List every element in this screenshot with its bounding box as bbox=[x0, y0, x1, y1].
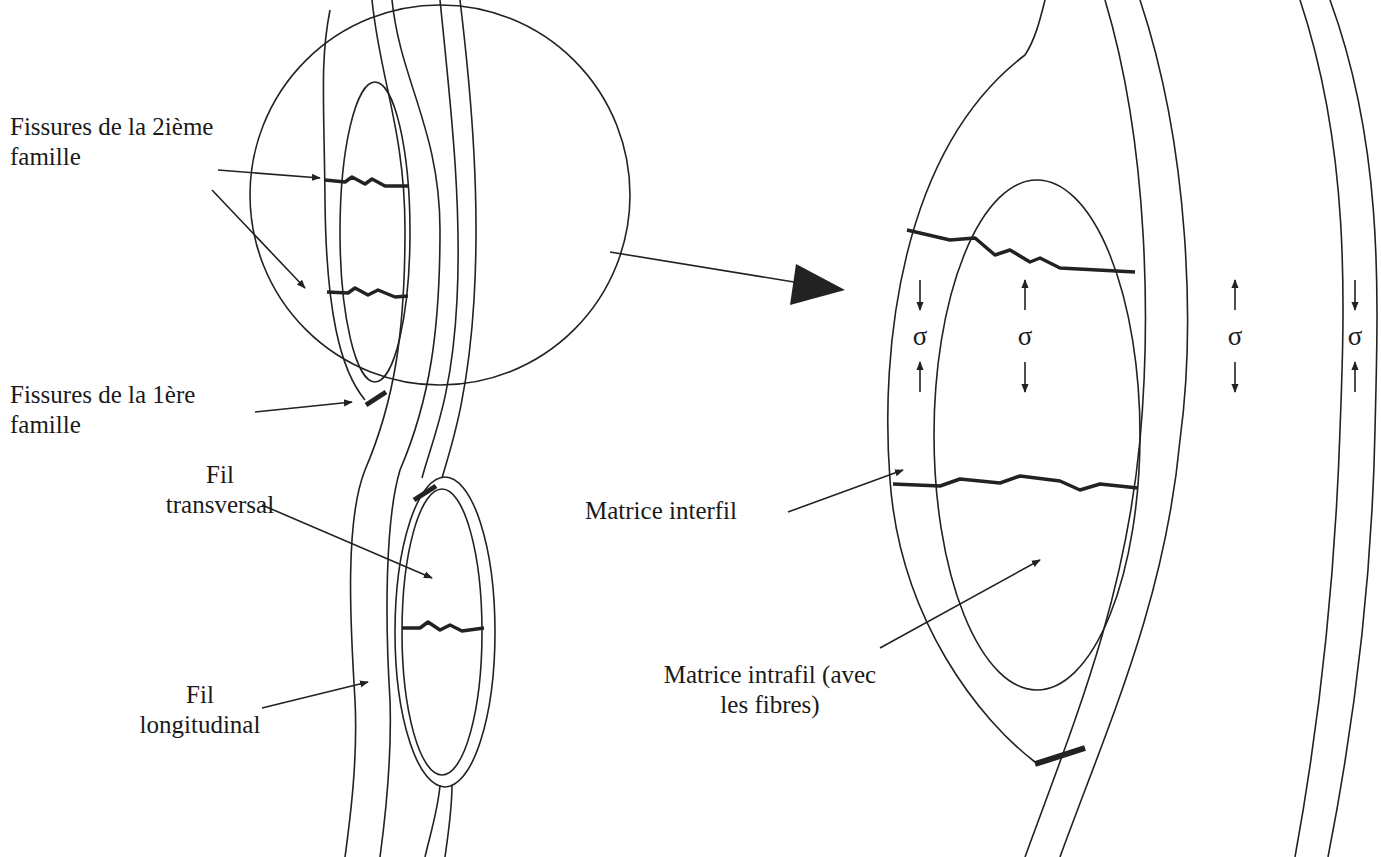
stress-arrows bbox=[920, 280, 1355, 392]
longitudinal-yarn bbox=[1060, 0, 1187, 857]
interyarn-matrix bbox=[888, 0, 1045, 762]
crack-1st-family bbox=[1035, 748, 1085, 764]
longitudinal-yarn bbox=[1328, 0, 1377, 857]
transverse-yarn bbox=[402, 489, 482, 775]
crack-label: Fissures de la 2ième famille bbox=[10, 112, 215, 172]
stress-symbol: σ bbox=[1228, 321, 1243, 351]
crack-2nd-family bbox=[325, 177, 408, 186]
crack-2nd-family bbox=[402, 622, 484, 631]
stress-symbol: σ bbox=[913, 321, 928, 351]
cracks bbox=[325, 177, 1138, 764]
yarn-boundary bbox=[422, 0, 458, 478]
longitudinal-yarn bbox=[1295, 0, 1343, 857]
yarn-label: Fil transversal bbox=[150, 460, 290, 520]
interyarn-matrix bbox=[323, 10, 365, 400]
transverse-yarn bbox=[340, 82, 410, 382]
longitudinal-yarn bbox=[380, 0, 440, 857]
zoom-arrow-head bbox=[790, 264, 845, 305]
crack-1st-family bbox=[414, 486, 436, 500]
zoom-circle bbox=[250, 5, 630, 385]
crack-1st-family bbox=[366, 392, 386, 405]
yarn-label: Fil longitudinal bbox=[125, 680, 275, 740]
stress-symbol: σ bbox=[1348, 321, 1363, 351]
crack-label: Fissures de la 1ère famille bbox=[10, 380, 210, 440]
interyarn-matrix bbox=[395, 477, 495, 787]
crack-2nd-family bbox=[907, 230, 1135, 272]
leader-lines bbox=[212, 170, 1040, 708]
yarn-boundary bbox=[425, 785, 452, 857]
crack-2nd-family bbox=[893, 476, 1138, 490]
longitudinal-yarn bbox=[345, 0, 405, 857]
longitudinal-yarn bbox=[1025, 0, 1145, 857]
matrix-label: Matrice interfil bbox=[585, 496, 785, 526]
stress-symbol: σ bbox=[1018, 321, 1033, 351]
transverse-yarn bbox=[934, 180, 1140, 690]
yarn-boundary bbox=[442, 0, 476, 478]
crack-2nd-family bbox=[327, 288, 408, 297]
matrix-label: Matrice intrafil (avec les fibres) bbox=[660, 660, 880, 720]
